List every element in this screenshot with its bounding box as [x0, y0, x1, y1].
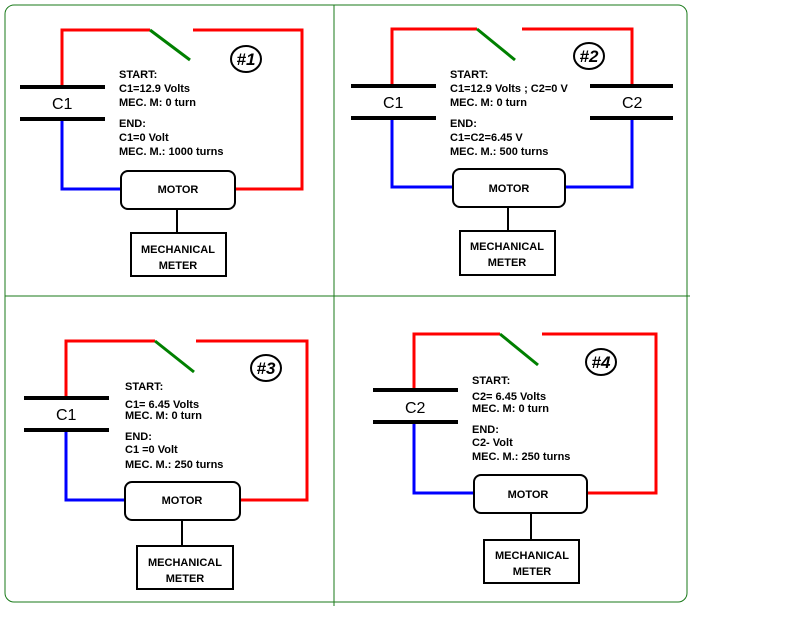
end-voltage: C2- Volt — [472, 437, 513, 449]
capacitor-c1: C1 — [20, 85, 105, 121]
capacitor-label: C1 — [52, 96, 73, 113]
panel-number-label: #2 — [580, 47, 599, 66]
meter-label-line2: METER — [513, 566, 552, 578]
capacitor-label: C1 — [383, 95, 404, 112]
start-voltage: C1=12.9 Volts — [119, 83, 190, 95]
panel-1: C1 MOTOR MECHANICAL METER #1 START: C1=1… — [20, 28, 304, 277]
meter-label-line2: METER — [488, 257, 527, 269]
meter-box — [136, 545, 234, 590]
motor: MOTOR — [120, 170, 236, 210]
end-heading: END: — [450, 118, 477, 130]
meter-label-line2: METER — [166, 573, 205, 585]
motor-label: MOTOR — [158, 184, 199, 196]
start-meter: MEC. M: 0 turn — [119, 97, 196, 109]
start-voltage: C1= 6.45 Volts — [125, 399, 199, 411]
panel-number: #3 — [250, 354, 282, 382]
meter-label-line1: MECHANICAL — [148, 557, 222, 569]
end-heading: END: — [472, 424, 499, 436]
number-circle — [585, 348, 617, 376]
red-wire — [412, 332, 658, 495]
capacitor-c2: C2 — [373, 388, 458, 424]
mechanical-meter: MECHANICAL METER — [459, 230, 556, 276]
panel-2: C1 C2 MOTOR MECHANICAL METER #2 START: C… — [351, 27, 673, 276]
end-meter: MEC. M.: 250 turns — [125, 459, 223, 471]
start-heading: START: — [125, 381, 163, 393]
panel-number-label: #1 — [237, 50, 256, 69]
capacitor-c1: C1 — [351, 84, 436, 120]
number-circle — [230, 45, 262, 73]
start-meter: MEC. M: 0 turn — [450, 97, 527, 109]
meter-box — [483, 539, 580, 584]
start-meter: MEC. M: 0 turn — [125, 410, 202, 422]
switch — [149, 28, 191, 62]
capacitor-label: C2 — [405, 400, 426, 417]
blue-wire — [64, 430, 125, 502]
red-wire — [64, 339, 309, 502]
capacitor-c2: C2 — [590, 84, 673, 120]
switch — [476, 27, 516, 62]
end-voltage: C1 =0 Volt — [125, 444, 178, 456]
meter-label-line1: MECHANICAL — [495, 550, 569, 562]
end-meter: MEC. M.: 1000 turns — [119, 146, 224, 158]
motor-label: MOTOR — [162, 495, 203, 507]
end-meter: MEC. M.: 500 turns — [450, 146, 548, 158]
motor: MOTOR — [452, 168, 566, 208]
panel-number: #2 — [573, 42, 605, 70]
meter-label-line1: MECHANICAL — [141, 244, 215, 256]
number-circle — [573, 42, 605, 70]
switch — [499, 332, 539, 367]
capacitor-label: C2 — [622, 95, 643, 112]
blue-wire — [60, 119, 121, 191]
red-wire — [390, 27, 634, 86]
panel-number-label: #4 — [592, 353, 611, 372]
end-meter: MEC. M.: 250 turns — [472, 451, 570, 463]
panel-3: C1 MOTOR MECHANICAL METER #3 START: C1= … — [24, 339, 309, 590]
start-heading: START: — [119, 69, 157, 81]
panel-4: C2 MOTOR MECHANICAL METER #4 START: C2= … — [373, 332, 658, 584]
end-voltage: C1=0 Volt — [119, 132, 169, 144]
start-meter: MEC. M: 0 turn — [472, 403, 549, 415]
meter-label-line2: METER — [159, 260, 198, 272]
motor: MOTOR — [124, 481, 241, 521]
start-heading: START: — [450, 69, 488, 81]
mechanical-meter: MECHANICAL METER — [136, 545, 234, 590]
motor-label: MOTOR — [489, 183, 530, 195]
end-heading: END: — [119, 118, 146, 130]
start-voltage: C2= 6.45 Volts — [472, 391, 546, 403]
meter-label-line1: MECHANICAL — [470, 241, 544, 253]
readings: START: C1=12.9 Volts ; C2=0 V MEC. M: 0 … — [450, 69, 568, 158]
motor: MOTOR — [473, 474, 588, 514]
switch — [154, 339, 195, 374]
mechanical-meter: MECHANICAL METER — [130, 232, 227, 277]
panel-number-label: #3 — [257, 359, 276, 378]
blue-wire — [390, 118, 634, 189]
panel-number: #1 — [230, 45, 262, 73]
end-heading: END: — [125, 431, 152, 443]
panel-number: #4 — [585, 348, 617, 376]
readings: START: C2= 6.45 Volts MEC. M: 0 turn END… — [472, 375, 570, 463]
start-voltage: C1=12.9 Volts ; C2=0 V — [450, 83, 568, 95]
readings: START: C1=12.9 Volts MEC. M: 0 turn END:… — [119, 69, 224, 158]
mechanical-meter: MECHANICAL METER — [483, 539, 580, 584]
capacitor-c1: C1 — [24, 396, 109, 432]
outer-frame — [4, 4, 688, 603]
start-heading: START: — [472, 375, 510, 387]
end-voltage: C1=C2=6.45 V — [450, 132, 523, 144]
motor-label: MOTOR — [508, 489, 549, 501]
red-wire — [60, 28, 304, 191]
number-circle — [250, 354, 282, 382]
meter-box — [459, 230, 556, 276]
blue-wire — [412, 422, 474, 495]
meter-box — [130, 232, 227, 277]
readings: START: C1= 6.45 Volts MEC. M: 0 turn END… — [125, 381, 223, 471]
capacitor-label: C1 — [56, 407, 77, 424]
